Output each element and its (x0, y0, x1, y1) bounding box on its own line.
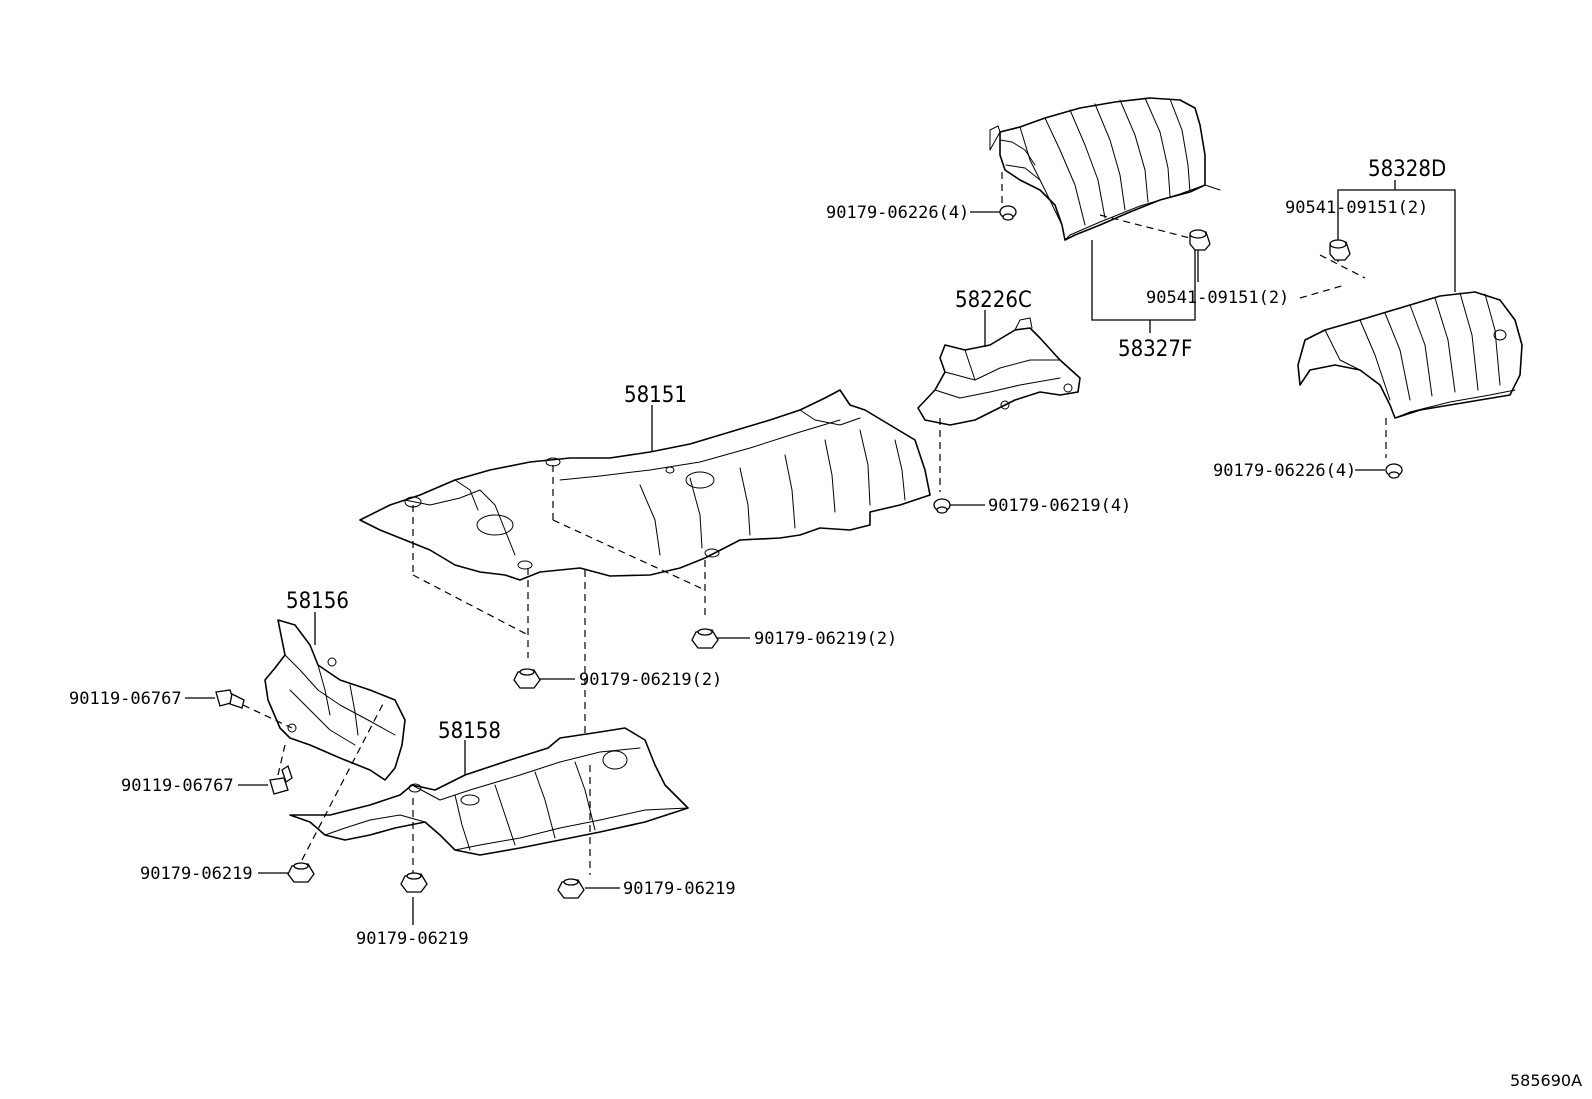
part-label-58328d: 58328D (1368, 157, 1446, 182)
leader-lines (185, 180, 1456, 925)
part-labels: 58151 58156 58158 58226C 58327F 58328D (286, 157, 1446, 744)
fastener-label-58226c-nut: 90179-06219(4) (988, 496, 1131, 516)
heat-shield-58328d (1297, 291, 1523, 419)
heat-shield-58156 (264, 619, 406, 781)
flange-nut-icon (691, 628, 719, 649)
fastener-label-bolt-b: 90119-06767 (121, 776, 234, 796)
bolt-icon (215, 689, 245, 709)
bolt-icon (269, 764, 293, 795)
flange-nut-icon (513, 668, 541, 689)
part-label-58327f: 58327F (1118, 337, 1192, 362)
fastener-label-58151-b: 90179-06219(2) (579, 670, 722, 690)
fastener-label-right-nut: 90179-06226(4) (1213, 461, 1356, 481)
fastener-label-nut-left: 90179-06219 (140, 864, 253, 884)
fastener-label-58151-a: 90179-06219(2) (754, 629, 897, 649)
part-label-58151: 58151 (624, 383, 687, 408)
diagram-reference-code: 585690A (1510, 1071, 1582, 1090)
nut-icon (933, 498, 951, 514)
nut-icon (1385, 463, 1403, 479)
part-label-58226c: 58226C (955, 288, 1032, 313)
nut-icon (999, 205, 1017, 221)
heat-shield-58327f (989, 97, 1221, 241)
fastener-label-nut-right: 90179-06219 (623, 879, 736, 899)
flange-nut-icon (400, 872, 428, 893)
fasteners (215, 205, 1403, 899)
flange-nut-icon (557, 878, 585, 899)
flange-nut-icon (287, 862, 315, 883)
part-label-58158: 58158 (438, 719, 501, 744)
fastener-label-top-left: 90179-06226(4) (826, 203, 969, 223)
clip-icon (1189, 229, 1211, 251)
fastener-label-top-clip: 90541-09151(2) (1146, 288, 1289, 308)
heat-shield-58226c (917, 317, 1081, 426)
heat-shield-58158 (289, 727, 689, 856)
heat-shield-58151 (359, 389, 931, 581)
part-label-58156: 58156 (286, 589, 349, 614)
fastener-label-right-clip: 90541-09151(2) (1285, 198, 1428, 218)
fastener-label-bolt-a: 90119-06767 (69, 689, 182, 709)
clip-icon (1329, 239, 1351, 261)
fastener-labels: 90179-06226(4) 90541-09151(2) 90541-0915… (69, 198, 1428, 949)
alignment-lines (242, 172, 1387, 875)
fastener-label-nut-mid: 90179-06219 (356, 929, 469, 949)
